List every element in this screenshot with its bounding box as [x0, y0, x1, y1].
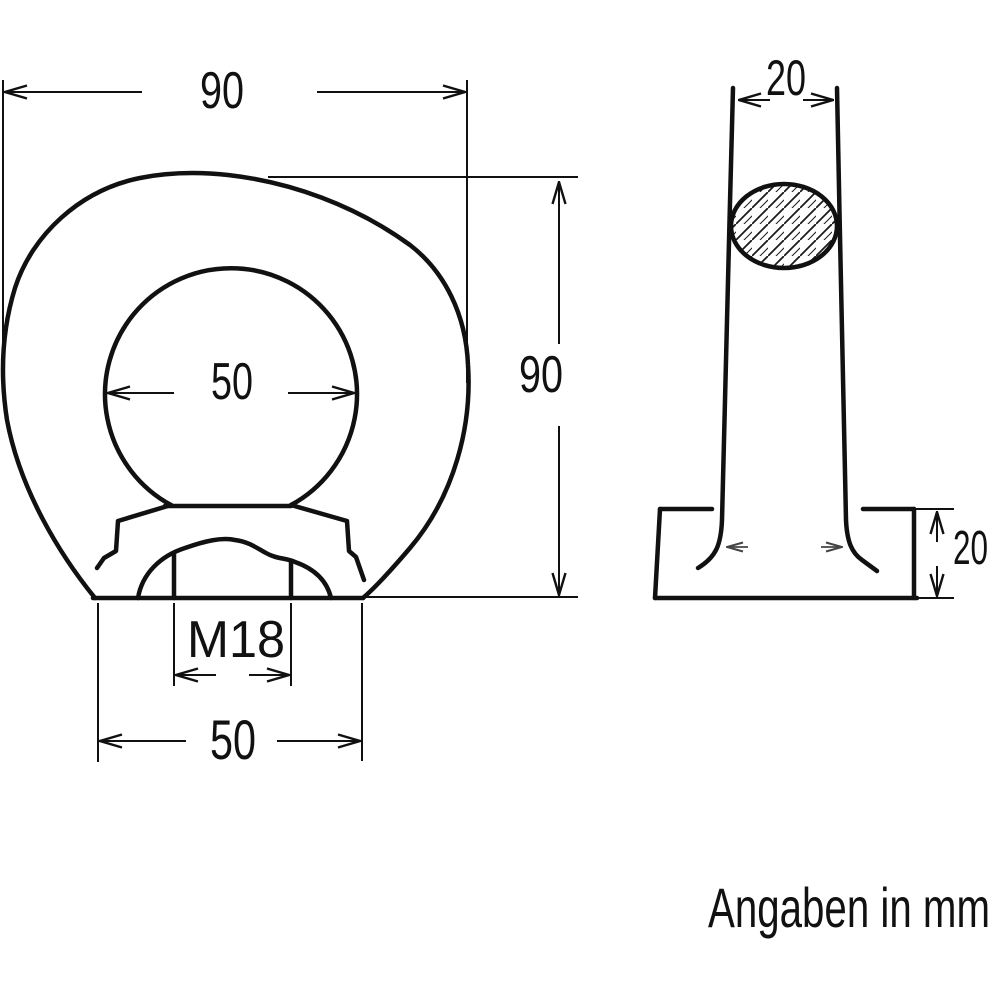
- dim-label-base-height: 20: [953, 522, 988, 575]
- units-note: Angaben in mm: [708, 876, 990, 939]
- dim-label-overall-height: 90: [519, 346, 563, 404]
- side-dimensions: 20 20: [739, 50, 988, 599]
- front-collar-right-step: [288, 502, 367, 583]
- dim-label-base-width: 50: [210, 708, 256, 771]
- side-base-left-edge: [652, 506, 663, 601]
- side-shank-left-edge: [695, 85, 736, 571]
- side-view: [652, 85, 920, 601]
- front-collar-left-step: [94, 502, 174, 571]
- dim-label-eye-diameter: 50: [211, 353, 253, 411]
- side-shank-right-edge: [834, 85, 880, 574]
- front-view: [0, 170, 471, 601]
- front-boss-dome: [135, 536, 334, 601]
- dim-label-ring-thickness: 20: [766, 50, 806, 106]
- dim-label-thread-size: M18: [187, 611, 285, 669]
- dim-label-outer-width: 90: [200, 62, 244, 120]
- front-outer-contour: [0, 170, 471, 601]
- front-eye-opening: [102, 265, 360, 508]
- side-ring-cross-section: [728, 181, 840, 271]
- front-dimensions: 90 90 50 M18 50: [2, 62, 578, 771]
